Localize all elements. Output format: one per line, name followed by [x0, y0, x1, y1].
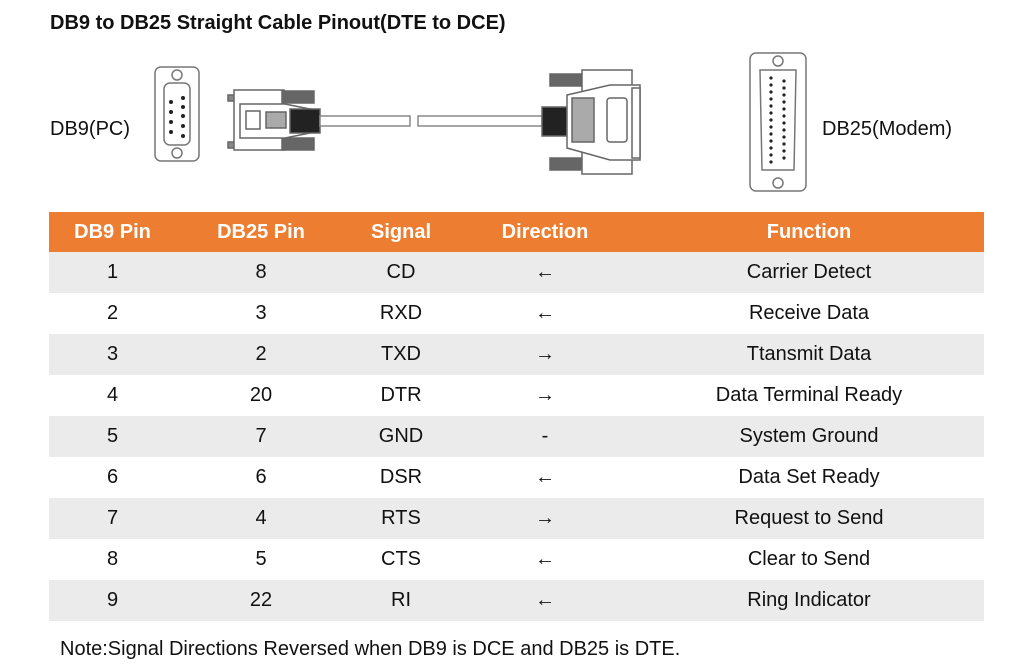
- page-title: DB9 to DB25 Straight Cable Pinout(DTE to…: [50, 12, 506, 34]
- header-function: Function: [634, 212, 984, 252]
- cell-direction: ←: [535, 302, 555, 324]
- cell-db25-pin: 22: [176, 580, 346, 621]
- cell-direction: →: [456, 498, 634, 539]
- cell-function: Data Terminal Ready: [715, 384, 903, 406]
- db9-label: DB9(PC): [50, 118, 131, 140]
- header-db25-pin: DB25 Pin: [176, 212, 346, 252]
- cell-db25-pin: 3: [255, 302, 267, 324]
- db9-plug-icon: [227, 89, 321, 151]
- cell-db9-pin: 6: [106, 466, 119, 488]
- cell-function: Carrier Detect: [634, 252, 984, 293]
- cable-diagram: [154, 52, 807, 192]
- cell-db25-pin: 5: [255, 548, 267, 570]
- table-header-row: DB9 Pin DB25 Pin Signal Direction Functi…: [49, 212, 984, 252]
- note-text: Note:Signal Directions Reversed when DB9…: [60, 638, 681, 660]
- cell-direction: ←: [456, 252, 634, 293]
- table-row: 2 3 RXD ← Receive Data: [49, 293, 984, 334]
- table-row: 6 6 DSR ← Data Set Ready: [49, 457, 984, 498]
- cell-function: Receive Data: [748, 302, 870, 324]
- cell-db9-pin: 4: [106, 384, 119, 406]
- cell-function: Clear to Send: [747, 548, 871, 570]
- cell-db9-pin: 2: [106, 302, 119, 324]
- cell-db25-pin: 4: [176, 498, 346, 539]
- cell-db25-pin: 20: [249, 384, 273, 406]
- cell-db9-pin: 5: [49, 416, 176, 457]
- cell-signal: DTR: [380, 384, 422, 406]
- cell-db9-pin: 1: [49, 252, 176, 293]
- cell-signal: DSR: [379, 466, 423, 488]
- cell-db9-pin: 3: [49, 334, 176, 375]
- cell-db25-pin: 6: [255, 466, 267, 488]
- db9-connector-face-icon: [154, 66, 200, 162]
- cell-direction: -: [456, 416, 634, 457]
- cell-direction: →: [535, 384, 555, 406]
- header-db9-pin: DB9 Pin: [49, 212, 176, 252]
- pinout-table: DB9 Pin DB25 Pin Signal Direction Functi…: [49, 212, 984, 621]
- cell-signal: TXD: [346, 334, 456, 375]
- cell-direction: →: [456, 334, 634, 375]
- cell-signal: CTS: [381, 548, 421, 570]
- cell-signal: RI: [346, 580, 456, 621]
- cell-db9-pin: 8: [106, 548, 119, 570]
- cell-signal: CD: [346, 252, 456, 293]
- table-row: 4 20 DTR → Data Terminal Ready: [49, 375, 984, 416]
- cell-direction: ←: [535, 548, 555, 570]
- header-signal: Signal: [346, 212, 456, 252]
- cell-function: System Ground: [634, 416, 984, 457]
- cell-direction: ←: [535, 466, 555, 488]
- cell-function: Ttansmit Data: [634, 334, 984, 375]
- cell-signal: RTS: [346, 498, 456, 539]
- cell-function: Ring Indicator: [634, 580, 984, 621]
- db25-label: DB25(Modem): [822, 118, 953, 140]
- cell-signal: GND: [346, 416, 456, 457]
- cell-function: Data Set Ready: [738, 466, 880, 488]
- db25-connector-face-icon: [749, 52, 807, 192]
- cell-function: Request to Send: [634, 498, 984, 539]
- header-direction: Direction: [456, 212, 634, 252]
- table-row: 8 5 CTS ← Clear to Send: [49, 539, 984, 580]
- cell-db25-pin: 7: [176, 416, 346, 457]
- db25-plug-icon: [541, 69, 641, 175]
- cell-db9-pin: 7: [49, 498, 176, 539]
- cell-db25-pin: 8: [176, 252, 346, 293]
- cell-direction: ←: [456, 580, 634, 621]
- cable-line: [319, 115, 543, 127]
- cell-db9-pin: 9: [49, 580, 176, 621]
- cell-signal: RXD: [379, 302, 423, 324]
- cell-db25-pin: 2: [176, 334, 346, 375]
